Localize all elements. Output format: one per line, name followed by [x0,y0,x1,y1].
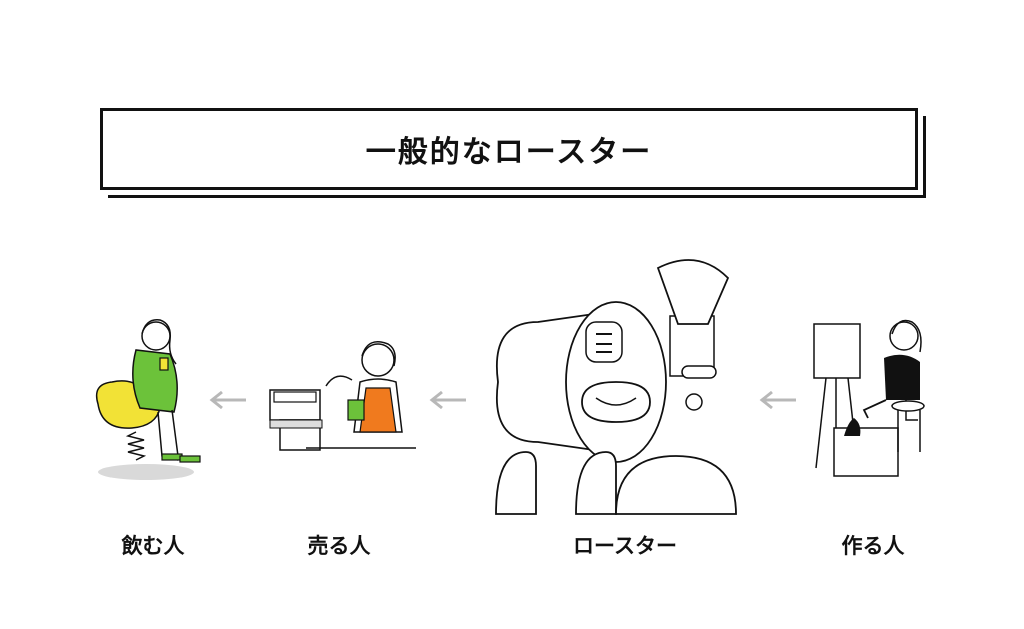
drinker-illustration [95,319,201,480]
diagram-title: 一般的なロースター [365,135,653,170]
title-box: 一般的なロースター [100,108,918,190]
seller-illustration [269,341,416,451]
stage-label-seller: 売る人 [307,534,371,558]
title-box-shadow [108,116,926,198]
left-arrow-icon [429,390,466,410]
left-arrow-icon [209,390,246,410]
stage-label-roaster: ロースター [573,534,677,558]
roaster-illustration [495,259,737,515]
stage-label-drinker: 飲む人 [121,534,185,558]
stage-label-producer: 作る人 [841,534,905,558]
left-arrow-icon [759,390,796,410]
producer-illustration [813,319,925,477]
